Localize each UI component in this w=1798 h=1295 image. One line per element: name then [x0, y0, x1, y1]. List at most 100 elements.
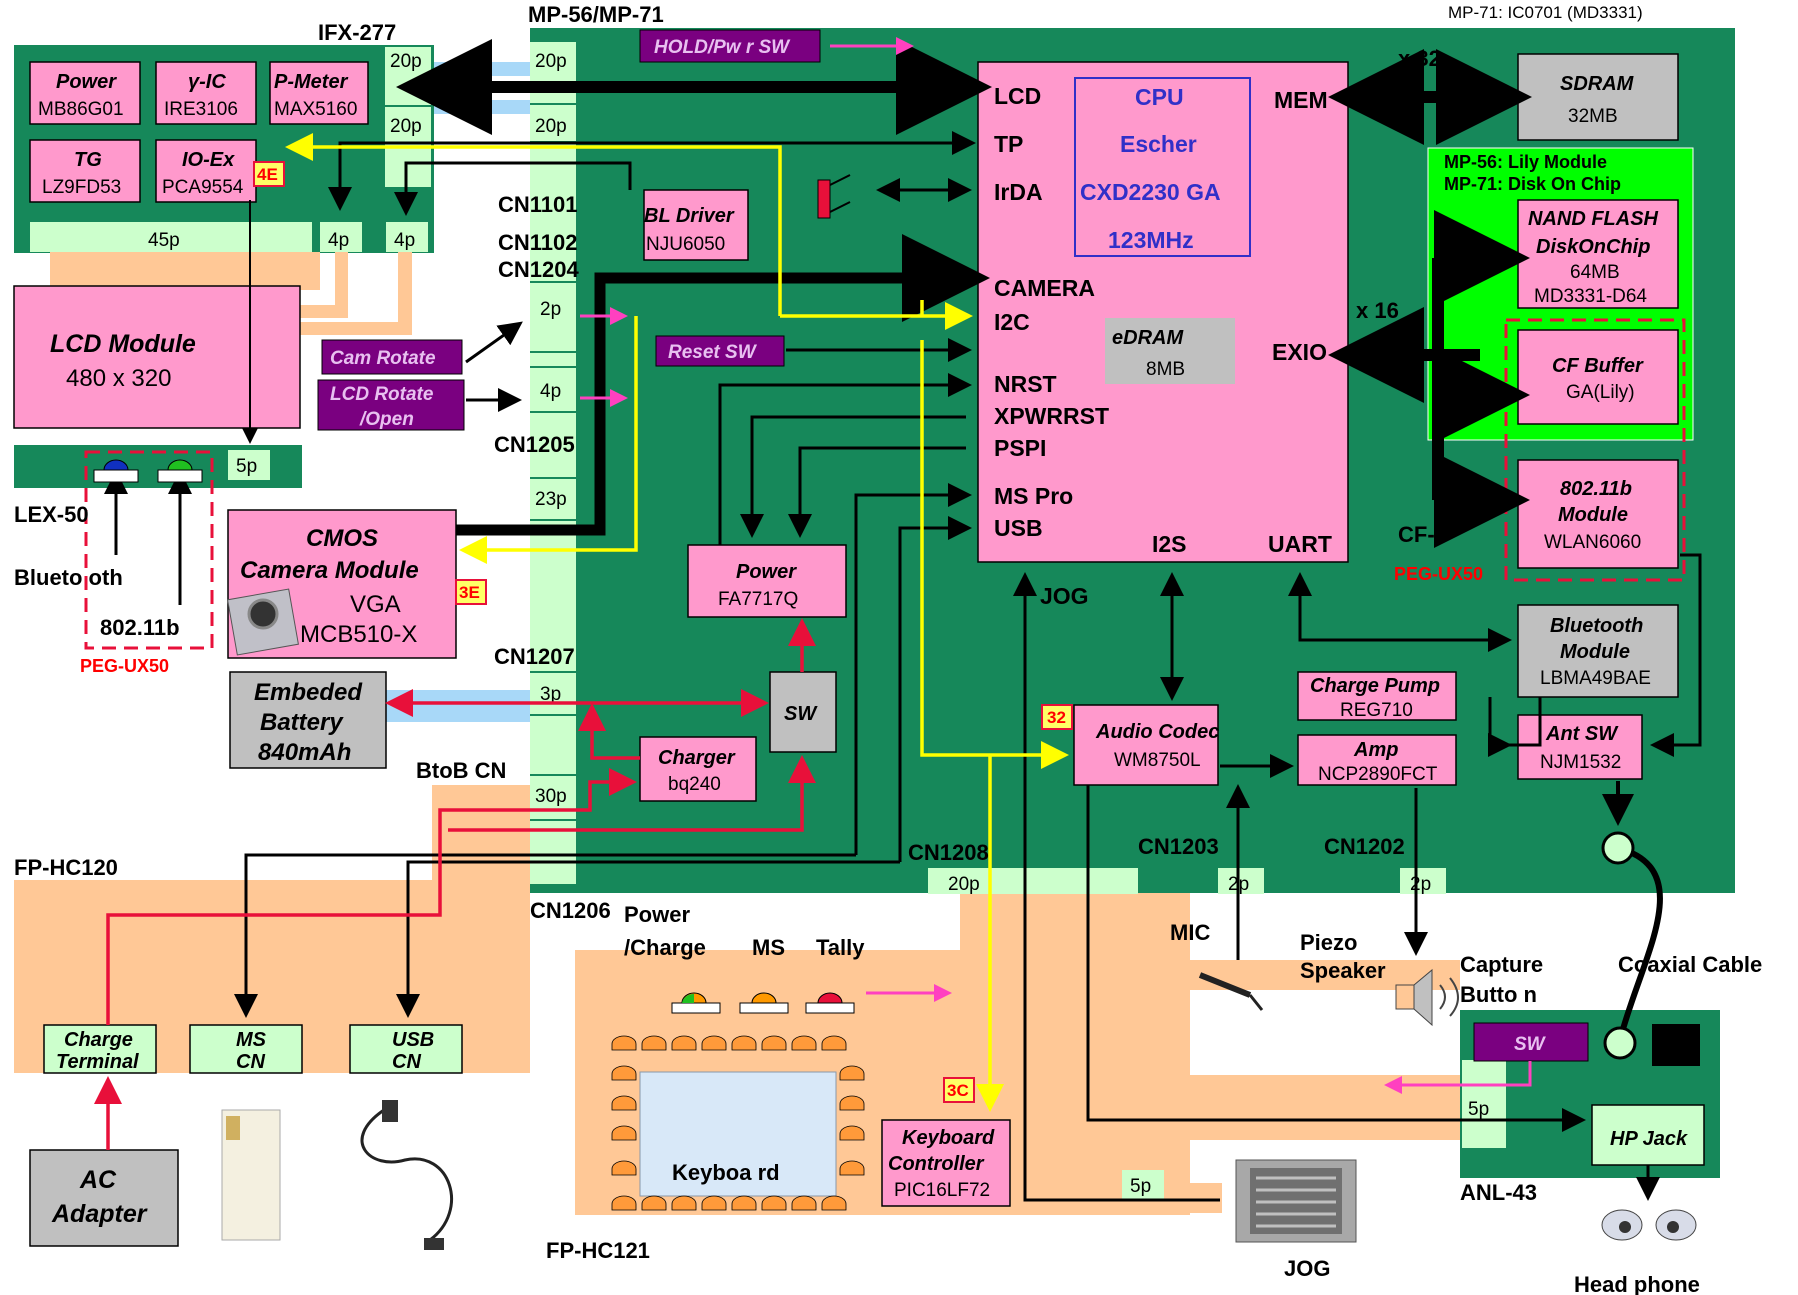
bt-l3: LBMA49BAE [1540, 668, 1651, 689]
wlan-l3: WLAN6060 [1544, 532, 1641, 553]
antsw-name: Ant SW [1545, 723, 1619, 745]
flex-lcd-ifx [50, 252, 320, 290]
pin-usb: USB [994, 515, 1043, 541]
kbc-part: PIC16LF72 [894, 1180, 990, 1201]
conn-20p-b: 20p [535, 116, 567, 137]
jog-dial [1236, 1160, 1356, 1242]
lcd-module-res: 480 x 320 [66, 365, 171, 392]
audio-codec-box [1074, 705, 1218, 785]
piezo-label1: Piezo [1300, 930, 1357, 955]
cf-buffer-box [1518, 330, 1678, 424]
charger-name: Charger [658, 747, 736, 769]
lcd-module-name: LCD Module [50, 330, 196, 358]
battery-l2: Battery [260, 709, 344, 736]
cn1101: CN1101 [498, 192, 578, 217]
fphc120-label: FP-HC120 [14, 855, 118, 880]
bt-l1: Bluetooth [1550, 615, 1643, 637]
conn-20p-bottom-label: 20p [948, 874, 980, 895]
pin-irda: IrDA [994, 179, 1043, 205]
powerchg-label2: /Charge [624, 935, 706, 960]
conn-45p-label: 45p [148, 230, 180, 251]
power2-part: FA7717Q [718, 589, 798, 610]
usbcn-l1: USB [392, 1029, 434, 1051]
mic-label: MIC [1170, 920, 1210, 945]
chgpump-name: Charge Pump [1310, 675, 1440, 697]
amp-name: Amp [1353, 739, 1398, 761]
pin-tp: TP [994, 131, 1023, 157]
usb-cable-picture [362, 1100, 452, 1250]
capture-label2: Butto n [1460, 982, 1537, 1007]
capture-switch-label: SW [1514, 1034, 1547, 1055]
conn-4p-b-label: 4p [394, 230, 415, 251]
edram-part: 8MB [1146, 359, 1185, 380]
mp71-note: MP-71: Disk On Chip [1444, 174, 1621, 194]
hpjack-name: HP Jack [1610, 1128, 1688, 1150]
tg-name: TG [74, 149, 102, 171]
flex-jog [1160, 1183, 1222, 1213]
cam-rotate-arrow [466, 325, 518, 362]
tally-led-label: Tally [816, 935, 865, 960]
mscn-l2: CN [236, 1051, 265, 1073]
ac-l2: Adapter [51, 1200, 148, 1228]
kbc-l1: Keyboard [902, 1127, 995, 1149]
main-board-title: MP-56/MP-71 [528, 2, 664, 27]
conn-4p: 4p [540, 381, 561, 402]
cfbuf-name: CF Buffer [1552, 355, 1644, 377]
charger-part: bq240 [668, 774, 721, 795]
btob-label: BtoB CN [416, 758, 506, 783]
headphone-icon [1602, 1210, 1696, 1240]
cn1204: CN1204 [498, 257, 579, 282]
memory-stick-picture [222, 1110, 280, 1240]
ioex-part: PCA9554 [162, 177, 244, 198]
cmos-name1: CMOS [306, 525, 378, 552]
wlan-led-label: 802.11b [100, 615, 180, 640]
camera-sensor-picture [228, 589, 299, 655]
pin-jog: JOG [1040, 583, 1089, 609]
ac-l1: AC [79, 1166, 117, 1194]
powerchg-label1: Power [624, 902, 690, 927]
chgterm-l2: Terminal [56, 1051, 139, 1073]
cn1205: CN1205 [494, 432, 575, 457]
reset-switch-label: Reset SW [668, 342, 758, 363]
pmeter-name: P-Meter [274, 71, 349, 93]
cn1206: CN1206 [530, 898, 611, 923]
conn-23p: 23p [535, 489, 567, 510]
cmos-part1: VGA [350, 591, 401, 618]
codec-part: WM8750L [1114, 750, 1201, 771]
ref-32: 32 [1047, 708, 1066, 727]
piezo-label2: Speaker [1300, 958, 1386, 983]
power1-name: Power [56, 71, 117, 93]
battery-l1: Embeded [254, 679, 363, 706]
pin-i2c: I2C [994, 309, 1030, 335]
edram-name: eDRAM [1112, 327, 1184, 349]
cpu-l1: CPU [1135, 84, 1184, 110]
cn1102: CN1102 [498, 230, 578, 255]
peg-ux50-label-lex: PEG-UX50 [80, 656, 169, 676]
bluetooth-led-label: Blueto oth [14, 565, 123, 590]
flex-blue-3 [386, 690, 532, 722]
cn1207: CN1207 [494, 644, 575, 669]
pin-xpwrrst: XPWRRST [994, 403, 1109, 429]
ioex-name: IO-Ex [182, 149, 235, 171]
pin-pspi: PSPI [994, 435, 1046, 461]
chgpump-part: REG710 [1340, 700, 1413, 721]
power2-name: Power [736, 561, 797, 583]
usbcn-l2: CN [392, 1051, 421, 1073]
hold-switch-label: HOLD/Pw r SW [654, 37, 791, 58]
capture-label1: Capture [1460, 952, 1543, 977]
sw-name: SW [784, 703, 818, 725]
conn-4p-a-label: 4p [328, 230, 349, 251]
ifx-conn-20p-2-label: 20p [390, 116, 422, 137]
ac-adapter-box [30, 1150, 178, 1246]
cmos-part2: MCB510-X [300, 621, 417, 648]
battery-l3: 840mAh [258, 739, 351, 766]
conn-2p-spk-label: 2p [1410, 874, 1431, 895]
pmeter-part: MAX5160 [274, 99, 357, 120]
sdram-box [1518, 54, 1678, 140]
nand-l3: 64MB [1570, 262, 1620, 283]
wlan-l1: 802.11b [1560, 478, 1632, 500]
kbc-l2: Controller [888, 1153, 985, 1175]
exio-width-label: x 16 [1356, 298, 1399, 323]
tg-part: LZ9FD53 [42, 177, 121, 198]
